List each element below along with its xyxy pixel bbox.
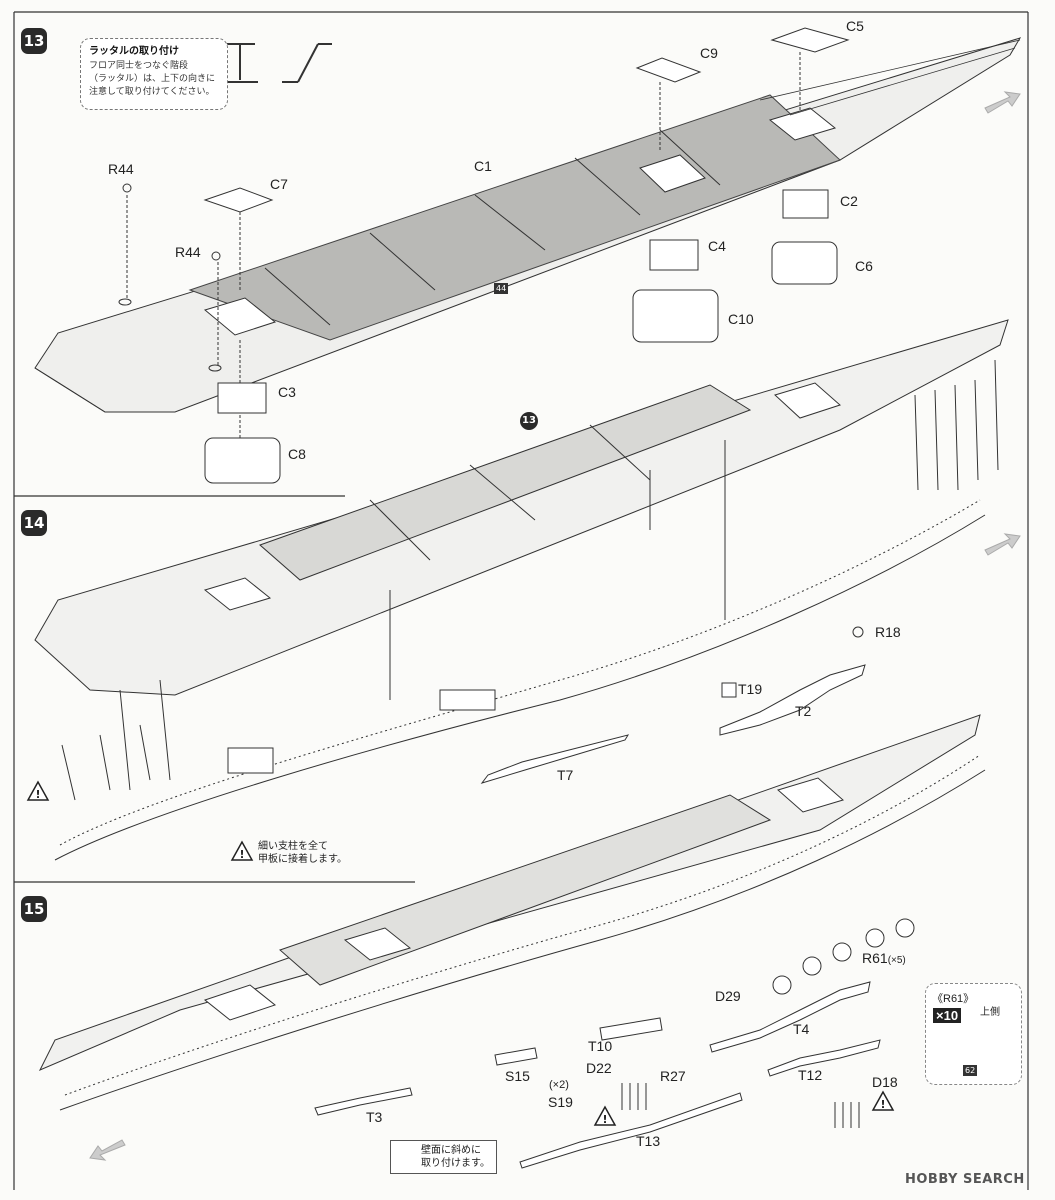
ladder-note-line1: フロア同士をつなぐ階段 (89, 61, 189, 71)
label-t12: T12 (798, 1067, 823, 1083)
label-t10: T10 (588, 1038, 613, 1054)
label-c2: C2 (840, 193, 858, 209)
step13-deck (34, 37, 1022, 413)
label-d22: D22 (586, 1060, 612, 1076)
label-c7: C7 (270, 176, 288, 192)
svg-text:!: ! (35, 788, 40, 801)
caution-step14: 細い支柱を全て 甲板に接着します。 (258, 840, 347, 866)
part-badge-62: 62 (963, 1065, 978, 1076)
label-c3: C3 (278, 384, 296, 400)
watermark: HOBBY SEARCH (905, 1172, 1025, 1187)
legend-side: 上側 (980, 1007, 1000, 1018)
label-t2: T2 (795, 703, 812, 719)
step-number-15: 15 (21, 896, 47, 922)
label-c5: C5 (846, 18, 864, 34)
ladder-note-title: ラッタルの取り付け (89, 46, 179, 57)
label-c9: C9 (700, 45, 718, 61)
part-badge-44: 44 (494, 283, 509, 294)
ladder-note-line3: 注意して取り付けてください。 (89, 87, 215, 97)
svg-text:!: ! (880, 1098, 885, 1111)
legend-count: ×10 (933, 1008, 962, 1023)
label-d29: D29 (715, 988, 741, 1004)
label-t13: T13 (636, 1133, 661, 1149)
ladder-note: ラッタルの取り付け フロア同士をつなぐ階段 （ラッタル）は、上下の向きに 注意し… (80, 38, 228, 110)
svg-text:!: ! (239, 848, 244, 861)
label-s19: S19 (548, 1094, 573, 1110)
label-r61-text: R61 (862, 950, 888, 966)
step-number-13: 13 (21, 28, 47, 54)
svg-text:!: ! (602, 1113, 607, 1126)
label-r61-multiplier: (×5) (887, 955, 906, 966)
step15-hull (38, 714, 986, 1169)
label-t3: T3 (366, 1109, 383, 1125)
label-r27: R27 (660, 1068, 686, 1084)
label-c10: C10 (728, 311, 754, 327)
label-c1: C1 (474, 158, 492, 174)
label-c4: C4 (708, 238, 726, 254)
caution-step15-line1: 壁面に斜めに (421, 1145, 481, 1156)
label-r61: R61(×5) (862, 950, 906, 966)
caution-step15-line2: 取り付けます。 (421, 1158, 490, 1169)
step14-hull (34, 319, 1009, 861)
caution-step14-line1: 細い支柱を全て (258, 841, 328, 852)
caution-step15: 壁面に斜めに 取り付けます。 (390, 1140, 497, 1174)
label-c6: C6 (855, 258, 873, 274)
label-s19-multiplier: (×2) (549, 1079, 569, 1091)
label-t19: T19 (738, 681, 763, 697)
label-d18: D18 (872, 1074, 898, 1090)
label-s15: S15 (505, 1068, 530, 1084)
ladder-illustration (224, 43, 332, 83)
step-number-14: 14 (21, 510, 47, 536)
ladder-note-line2: （ラッタル）は、上下の向きに (89, 74, 216, 84)
label-r44-a: R44 (108, 161, 134, 177)
legend-title: 《R61》 (932, 993, 975, 1005)
label-r18: R18 (875, 624, 901, 640)
step-ref-13: 13 (520, 412, 538, 430)
label-r44-b: R44 (175, 244, 201, 260)
label-t7: T7 (557, 767, 574, 783)
label-c8: C8 (288, 446, 306, 462)
caution-step14-line2: 甲板に接着します。 (258, 854, 347, 865)
label-t4: T4 (793, 1021, 810, 1037)
